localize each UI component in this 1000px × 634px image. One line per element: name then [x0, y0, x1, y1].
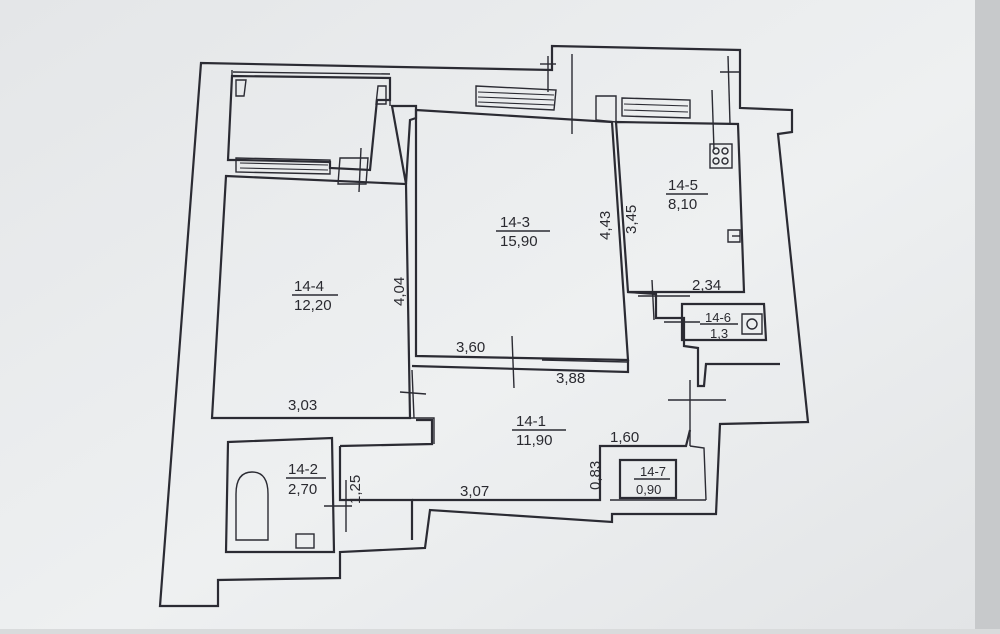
- dim-r7-height: 0,83: [587, 461, 604, 490]
- dim-r7-width: 1,60: [610, 429, 639, 446]
- balcony: [226, 71, 392, 172]
- room-14-5: [595, 55, 746, 321]
- bathtub-icon: [235, 471, 269, 541]
- room-14-3-area: 15,90: [500, 233, 538, 250]
- room-14-6-number: 14-6: [705, 310, 731, 325]
- room-14-5-number: 14-5: [668, 177, 698, 194]
- room-14-2: [224, 436, 352, 554]
- room-14-6: [664, 302, 768, 342]
- dim-r1-width: 3,07: [460, 483, 489, 500]
- dim-r2-height: 1,25: [347, 475, 364, 504]
- room-14-4-number: 14-4: [294, 278, 324, 295]
- dim-r3-height: 4,43: [597, 211, 614, 240]
- dim-r5-height: 3,45: [623, 205, 640, 234]
- room-14-2-number: 14-2: [288, 461, 318, 478]
- dim-corridor-upper: 3,88: [556, 370, 585, 387]
- room-14-5-area: 8,10: [668, 196, 697, 213]
- room-14-4-area: 12,20: [294, 297, 332, 314]
- room-14-1-number: 14-1: [516, 413, 546, 430]
- room-14-6-area: 1,3: [710, 326, 728, 341]
- room-14-1-area: 11,90: [516, 432, 552, 449]
- room-14-7: [610, 445, 707, 501]
- room-14-3-number: 14-3: [500, 214, 530, 231]
- dim-r4-height: 4,04: [391, 277, 408, 306]
- sink-icon: [295, 533, 315, 549]
- room-14-2-area: 2,70: [288, 481, 317, 498]
- dim-r5-width: 2,34: [692, 277, 721, 294]
- dimension-labels: 3,03 4,04 3,60 4,43 3,88 2,34 3,45 3,07 …: [288, 205, 721, 504]
- room-labels: 14-4 12,20 14-3 15,90 14-5 8,10 14-6 1,3…: [286, 177, 738, 498]
- room-14-7-area: 0,90: [636, 482, 661, 497]
- paper-edge-shadow: [975, 0, 1000, 629]
- dim-r3-width: 3,60: [456, 339, 485, 356]
- room-14-7-number: 14-7: [640, 464, 666, 479]
- dim-r4-width: 3,03: [288, 397, 317, 414]
- room-14-1: [338, 290, 780, 540]
